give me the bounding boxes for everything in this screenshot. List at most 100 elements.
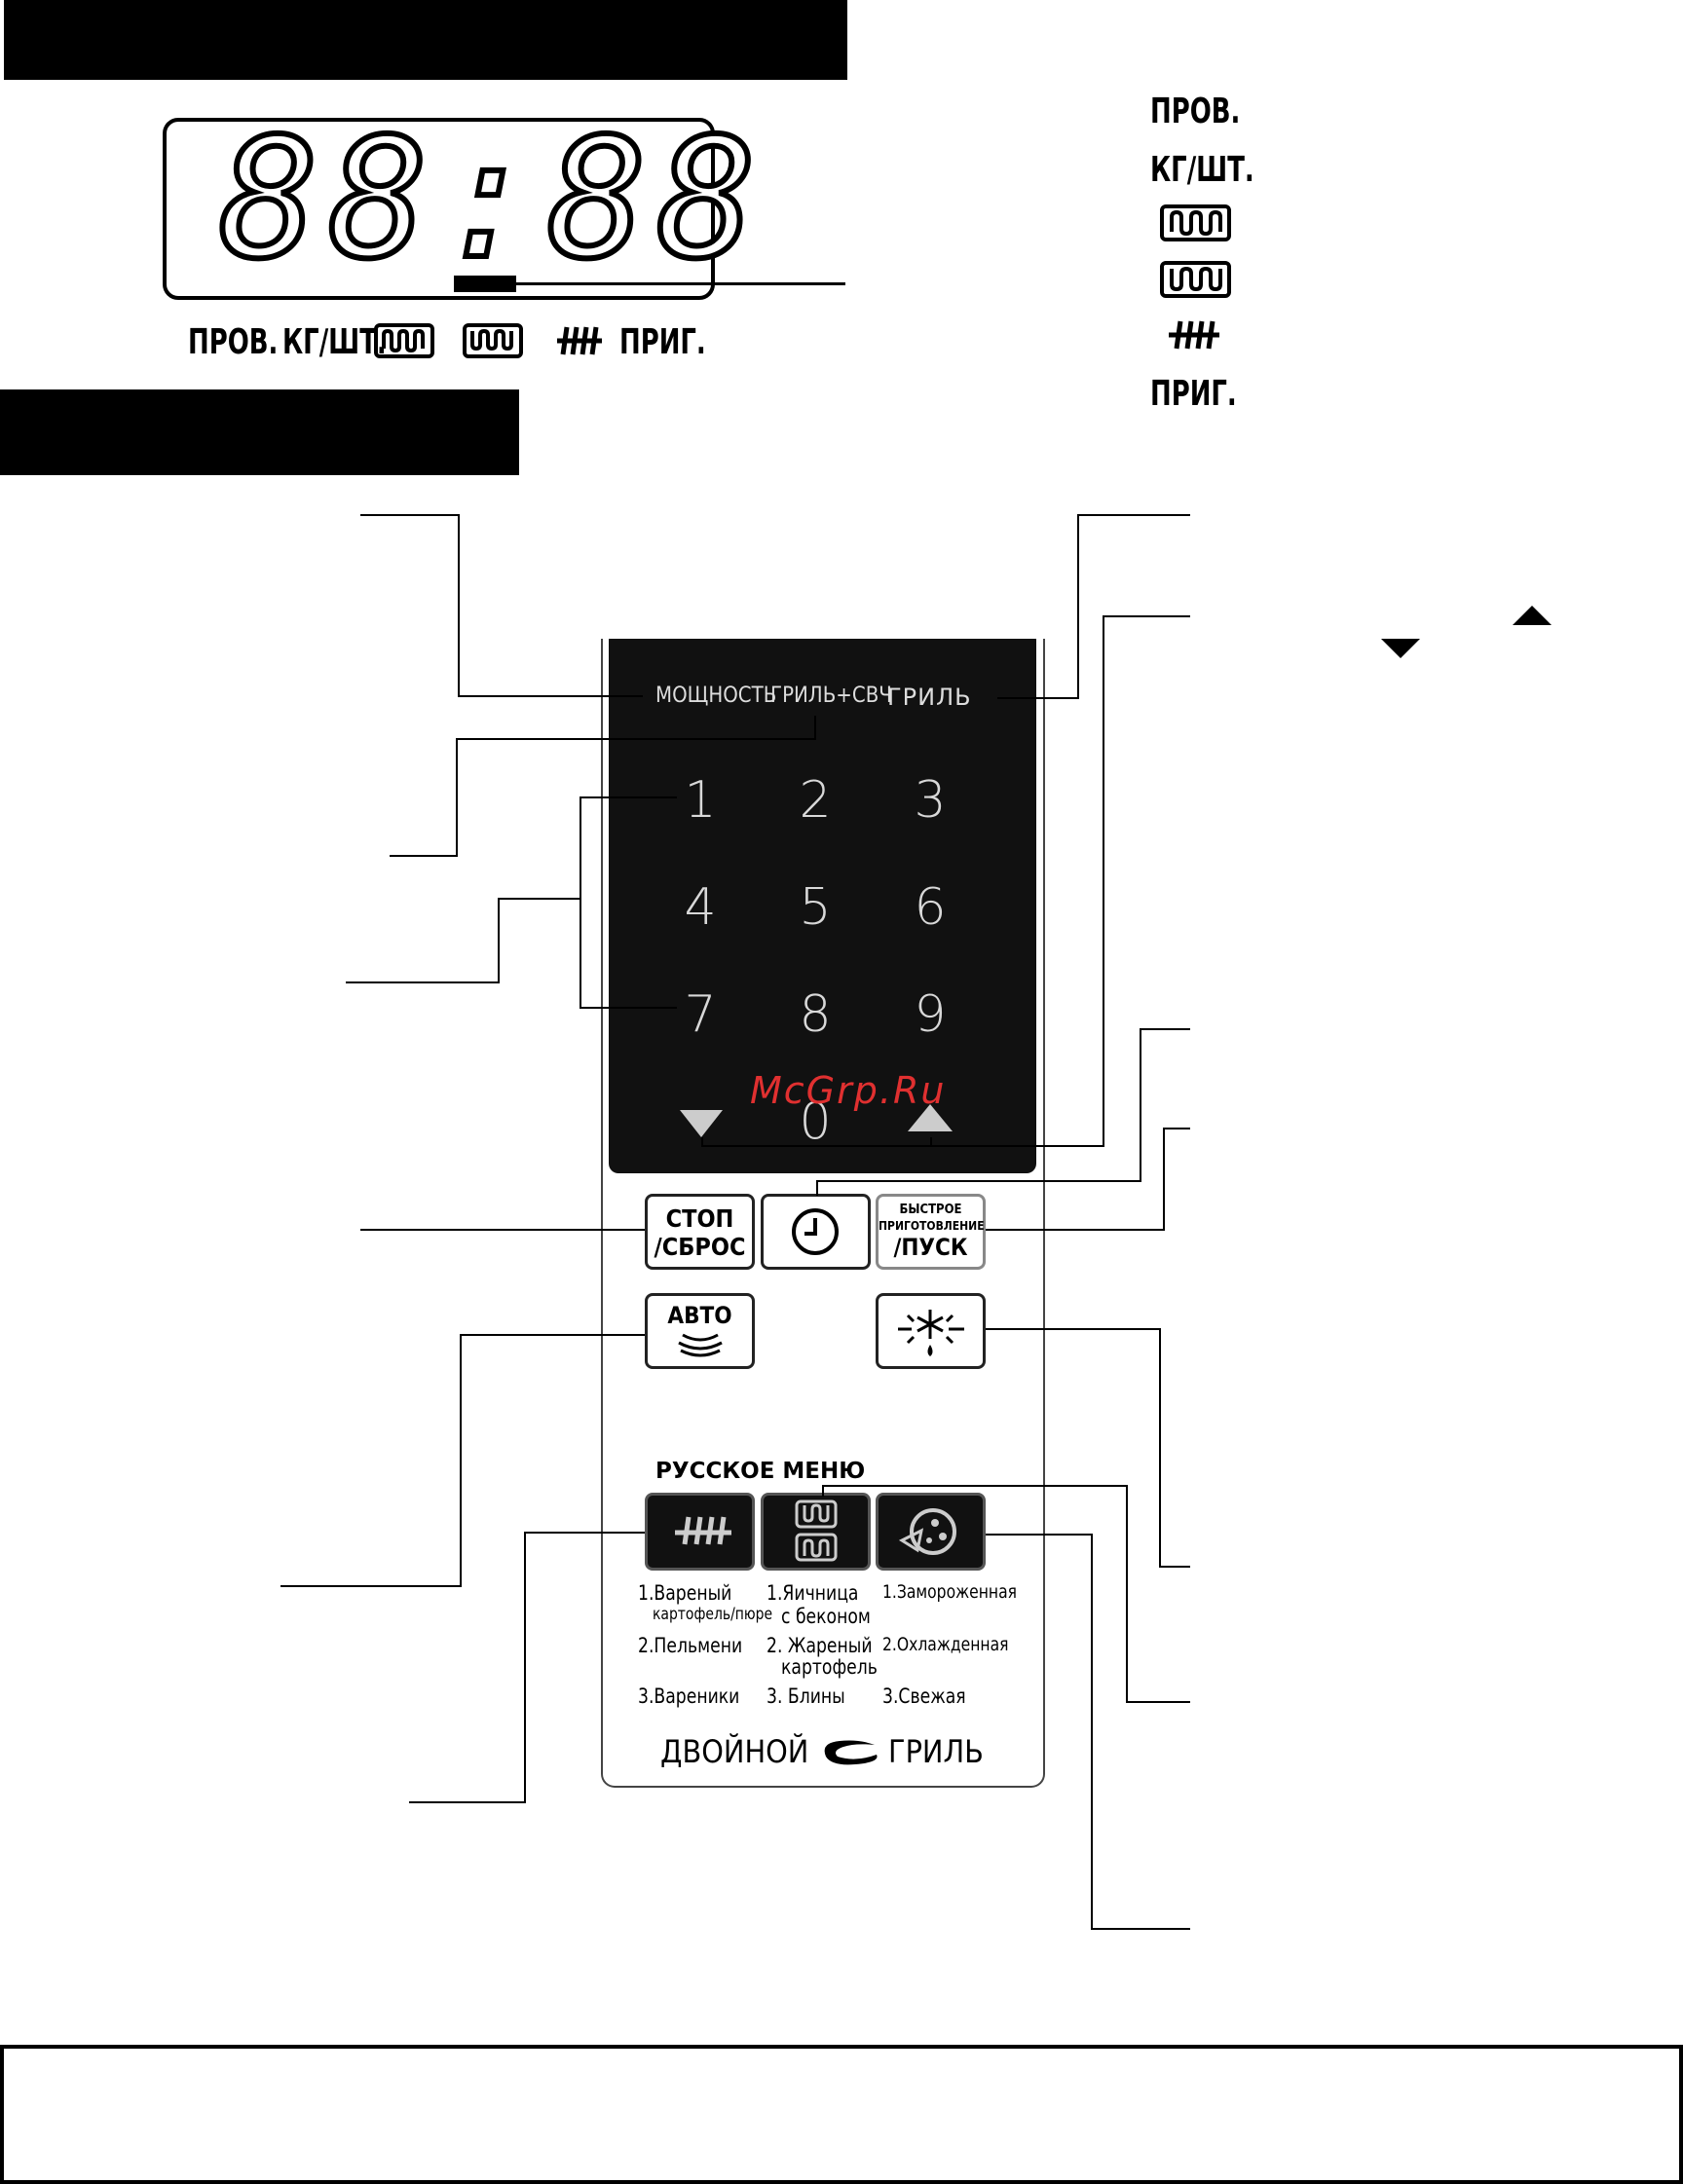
indicator-kg: КГ/ШТ. (282, 322, 387, 362)
clock-button[interactable] (761, 1194, 871, 1270)
digit-0[interactable]: 0 (799, 1092, 832, 1151)
legend-down-arrow-icon (1381, 639, 1420, 658)
leader-arrows-t2 (930, 1137, 932, 1147)
legend-prov: ПРОВ. (1150, 92, 1241, 131)
legend-up-arrow-icon (1513, 606, 1552, 625)
menu-boil-button[interactable] (645, 1493, 755, 1571)
grill-mw-button[interactable]: ГРИЛЬ+СВЧ (770, 684, 892, 708)
leader-digits-h2 (498, 898, 581, 900)
leader-defrost-v (1159, 1328, 1161, 1568)
digit-8[interactable]: 8 (799, 985, 832, 1044)
leader-digits-h4 (580, 1007, 677, 1009)
menu-pizza-button[interactable] (876, 1493, 986, 1571)
auto-label: АВТО (667, 1302, 732, 1329)
leader-auto-h2 (460, 1334, 645, 1336)
header-bar-top (4, 0, 847, 80)
quick-label-2: ПРИГОТОВЛЕНИЕ (879, 1219, 985, 1233)
leader-quick-h2 (1163, 1128, 1190, 1129)
lcd-marker-leader (516, 282, 845, 285)
lcd-digits: 88:88 (216, 103, 767, 296)
digit-2[interactable]: 2 (799, 771, 832, 830)
boil-icon (675, 1516, 731, 1545)
down-arrow-button[interactable] (680, 1110, 723, 1137)
power-button[interactable]: МОЩНОСТЬ (655, 684, 777, 708)
quick-start-button[interactable]: БЫСТРОЕ ПРИГОТОВЛЕНИЕ /ПУСК (876, 1194, 986, 1270)
leader-grill-h1 (997, 697, 1079, 699)
menu3-item3: 3.Свежая (882, 1684, 966, 1708)
leader-grillmenu-h2 (1126, 1701, 1190, 1703)
leader-clock-h2 (1140, 1028, 1190, 1030)
digit-4[interactable]: 4 (684, 878, 717, 937)
menu2-item1: 1.Яичница (767, 1581, 859, 1605)
leader-boil-v (524, 1532, 526, 1803)
leader-boil-h1 (409, 1801, 526, 1803)
leader-defrost-h2 (1159, 1566, 1190, 1568)
leader-arrows-t1 (701, 1137, 703, 1147)
legend-microwave-icon (1160, 204, 1231, 241)
stop-label-2: /СБРОС (654, 1233, 746, 1261)
grill-icon (463, 323, 523, 358)
header-bar-panel (0, 389, 519, 475)
menu3-item2: 2.Охлажденная (882, 1634, 1009, 1655)
leader-stop (360, 1229, 645, 1231)
digit-7[interactable]: 7 (684, 985, 717, 1044)
leader-power-h2 (458, 695, 643, 697)
leader-digits-v1 (498, 898, 500, 983)
touch-area (609, 639, 1036, 1173)
leader-grillmw-v2 (814, 716, 816, 740)
stop-label-1: СТОП (665, 1204, 734, 1233)
legend-kg: КГ/ШТ. (1150, 150, 1254, 190)
legend-grill-icon (1160, 261, 1231, 298)
watermark: McGrp.Ru (750, 1069, 947, 1112)
up-arrow-button[interactable] (908, 1104, 953, 1131)
auto-button[interactable]: АВТО (645, 1293, 755, 1369)
menu2-item1b: с беконом (781, 1605, 871, 1628)
leader-digits-v2 (580, 796, 581, 1009)
leader-grillmw-h2 (456, 738, 816, 740)
leader-quick-v (1163, 1128, 1165, 1231)
digit-6[interactable]: 6 (914, 878, 947, 937)
leader-quick-h1 (986, 1229, 1165, 1231)
leader-grill-v (1077, 514, 1079, 699)
leader-arrows-v (1103, 615, 1104, 1147)
leader-boil-h2 (524, 1532, 645, 1534)
sensor-waves-icon (677, 1333, 723, 1357)
indicator-prig: ПРИГ. (619, 322, 706, 362)
defrost-icon (555, 321, 604, 360)
menu1-item2: 2.Пельмени (638, 1634, 743, 1657)
stop-reset-button[interactable]: СТОП /СБРОС (645, 1194, 755, 1270)
digit-3[interactable]: 3 (914, 771, 947, 830)
digit-1[interactable]: 1 (684, 771, 717, 830)
leader-grillmw-v (456, 738, 458, 857)
menu2-item3: 3. Блины (767, 1684, 845, 1708)
menu3-item1: 1.Замороженная (882, 1581, 1018, 1603)
menu1-item1: 1.Вареный (638, 1581, 732, 1605)
snowflake-icon (898, 1310, 964, 1356)
leader-pizza-h1 (986, 1534, 1093, 1536)
brand-right: ГРИЛЬ (888, 1733, 984, 1770)
leader-grillmenu-h1 (822, 1485, 1128, 1487)
leader-grill-h2 (1077, 514, 1190, 516)
leader-arrows-h2 (1103, 615, 1190, 617)
leader-clock-v (1140, 1028, 1141, 1182)
leader-power-h1 (360, 514, 460, 516)
leader-grillmenu-v (1126, 1485, 1128, 1703)
leader-pizza-v (1091, 1534, 1093, 1930)
control-panel (601, 639, 1045, 1788)
menu-grill-button[interactable] (761, 1493, 871, 1571)
digit-5[interactable]: 5 (799, 878, 832, 937)
defrost-button[interactable] (876, 1293, 986, 1369)
leader-clock-h1 (816, 1180, 1141, 1182)
pizza-icon (898, 1508, 956, 1555)
double-grill-logo (824, 1740, 878, 1765)
grill-combo-icon (795, 1499, 838, 1562)
leader-clock-t (816, 1180, 818, 1196)
russian-menu-title: РУССКОЕ МЕНЮ (655, 1459, 866, 1484)
leader-arrows-h1 (701, 1145, 1104, 1147)
leader-pizza-h2 (1091, 1928, 1190, 1930)
bottom-note-frame (0, 2045, 1683, 2184)
leader-digits-h1 (346, 981, 500, 983)
grill-button[interactable]: ГРИЛЬ (887, 684, 972, 711)
leader-power-v (458, 514, 460, 696)
digit-9[interactable]: 9 (914, 985, 947, 1044)
